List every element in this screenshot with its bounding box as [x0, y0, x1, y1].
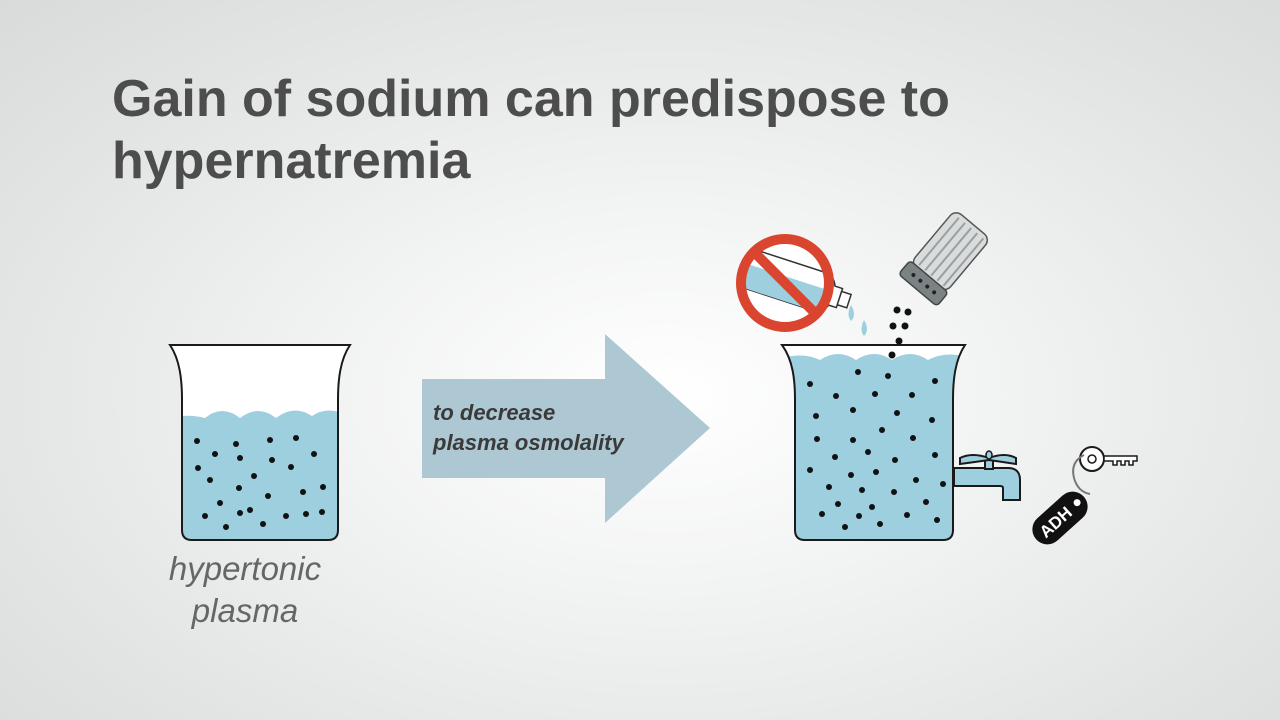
title-line-2: hypernatremia: [112, 132, 471, 190]
caption-line-2: plasma: [191, 592, 299, 629]
adh-tag: ADH: [1032, 491, 1088, 545]
left-particles: [194, 435, 326, 530]
arrow-label: to decrease plasma osmolality: [433, 398, 693, 458]
left-beaker-icon: [168, 344, 352, 541]
arrow-label-line-1: to decrease: [433, 400, 556, 425]
left-beaker-caption: hypertonic plasma: [160, 548, 330, 632]
arrow-icon: [422, 334, 710, 523]
falling-salt: [888, 306, 912, 359]
arrow-label-line-2: plasma osmolality: [433, 430, 624, 455]
left-water: [170, 410, 350, 540]
faucet-icon: [953, 450, 1021, 501]
caption-line-1: hypertonic: [168, 550, 322, 587]
key-icon: [1072, 446, 1138, 495]
right-beaker-icon: [780, 344, 967, 541]
right-water: [782, 354, 965, 540]
page-title: Gain of sodium can predispose to hyperna…: [112, 68, 1112, 192]
right-particles: [807, 369, 946, 530]
title-line-1: Gain of sodium can predispose to: [112, 70, 950, 128]
salt-shaker-icon: [899, 212, 989, 306]
no-water-bottle-icon: [736, 234, 867, 336]
